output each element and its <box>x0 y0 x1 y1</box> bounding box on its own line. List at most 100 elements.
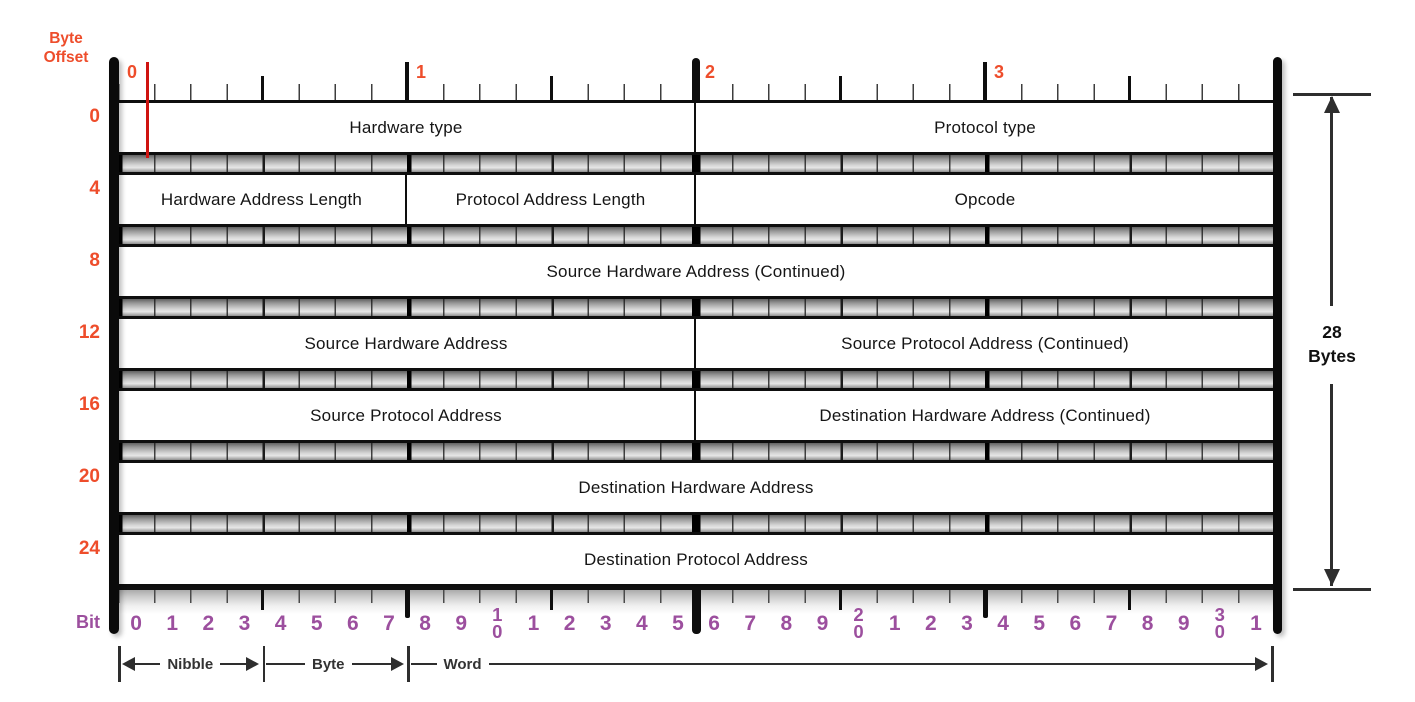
field-cell: Source Hardware Address (Continued) <box>118 247 1274 296</box>
span-segment-byte: Byte <box>266 646 404 682</box>
size-unit: Bytes <box>1308 346 1356 366</box>
arrow-lower-line <box>1330 384 1333 586</box>
byte-ruler-top: 0 1 2 3 <box>118 58 1274 100</box>
bit-ruler-bottom <box>118 587 1274 634</box>
packet-row: Source Hardware Address Source Protocol A… <box>118 316 1274 371</box>
field-cell: Hardware Address Length <box>118 175 407 224</box>
bit-number-digit: 0 <box>492 621 503 642</box>
bit-number-digit: 0 <box>853 621 864 642</box>
arrow-up-head <box>1324 96 1340 113</box>
top-ruler-byte-number: 0 <box>127 62 138 82</box>
span-boundary-bar <box>1271 646 1274 682</box>
arrow-right-icon <box>1254 657 1268 671</box>
packet-row: Hardware type Protocol type <box>118 100 1274 155</box>
byte-tick <box>982 62 988 100</box>
bit-number: 9 <box>816 611 829 635</box>
field-label: Source Protocol Address <box>310 405 502 425</box>
arrow-left-icon <box>121 657 135 671</box>
byte-offset-value: 4 <box>89 178 100 199</box>
bit-number: 7 <box>1105 611 1118 635</box>
bit-number: 1 <box>527 611 540 635</box>
byte-tick <box>404 62 410 100</box>
bit-number-digit: 2 <box>853 603 864 625</box>
field-cell: Destination Protocol Address <box>118 535 1274 584</box>
field-label: Opcode <box>954 189 1016 209</box>
bit-number: 4 <box>274 611 287 635</box>
arrow-right-icon <box>246 657 259 671</box>
separator-strip <box>118 299 1274 316</box>
bit-number: 4 <box>997 611 1009 635</box>
bit-number: 1 <box>888 611 901 635</box>
span-label: Byte <box>312 655 345 673</box>
field-cell: Source Protocol Address (Continued) <box>696 319 1274 368</box>
span-label: Word <box>443 655 482 673</box>
top-ruler-byte-number: 3 <box>994 62 1005 82</box>
field-label: Source Hardware Address (Continued) <box>546 261 846 281</box>
nibble-tick <box>261 76 264 100</box>
byte-offset-value: 12 <box>78 322 100 343</box>
separator-strip <box>118 227 1274 244</box>
field-label: Source Protocol Address (Continued) <box>841 333 1129 353</box>
byte-tick <box>982 590 988 618</box>
span-line <box>351 662 391 666</box>
byte-offset-value: 0 <box>89 106 100 127</box>
nibble-tick <box>839 76 842 100</box>
bit-number: 1 <box>166 611 179 635</box>
field-label: Hardware Address Length <box>160 189 363 209</box>
span-segment-word: Word <box>410 646 1268 682</box>
field-label: Hardware type <box>349 117 463 137</box>
bit-position-marker <box>145 62 149 158</box>
bit-number-digit: 1 <box>492 603 503 625</box>
span-segment-nibble: Nibble <box>121 646 259 682</box>
nibble-tick <box>261 590 264 610</box>
size-annotation-text: 28 Bytes <box>1291 306 1373 384</box>
arrow-top-cap <box>1293 93 1371 96</box>
size-annotation-arrow: 28 Bytes <box>1291 93 1373 593</box>
packet-row: Source Hardware Address (Continued) <box>118 244 1274 299</box>
span-line <box>134 662 161 666</box>
size-value: 28 <box>1322 322 1342 343</box>
bit-number: 8 <box>780 611 793 635</box>
bit-number: 7 <box>383 611 395 635</box>
field-cell: Source Hardware Address <box>118 319 696 368</box>
bit-number: 3 <box>238 611 251 635</box>
bit-number: 2 <box>924 611 937 635</box>
bit-number: 0 <box>130 611 142 635</box>
bit-number: 5 <box>1033 611 1046 635</box>
bit-number: 6 <box>346 611 359 635</box>
span-boundary-bar <box>407 646 410 682</box>
top-ruler-byte-number: 1 <box>416 62 427 82</box>
span-boundary-bar <box>118 646 121 682</box>
separator-strip <box>118 371 1274 388</box>
field-label: Protocol type <box>934 117 1036 137</box>
byte-tick <box>404 590 410 618</box>
arrow-right-icon <box>390 657 404 671</box>
bit-number: 7 <box>744 611 757 635</box>
packet-row: Hardware Address Length Protocol Address … <box>118 172 1274 227</box>
bit-number-digit: 0 <box>1214 621 1225 642</box>
field-cell: Protocol Address Length <box>407 175 696 224</box>
bit-number: 5 <box>310 611 323 635</box>
field-label: Destination Hardware Address <box>578 477 814 497</box>
bit-number: 3 <box>599 611 612 635</box>
byte-offset-axis-label: Byte Offset <box>43 30 89 67</box>
byte-offset-value: 24 <box>78 538 100 559</box>
bit-number: 2 <box>563 611 576 635</box>
field-cell: Destination Hardware Address <box>118 463 1274 512</box>
arrow-down-head <box>1324 569 1340 586</box>
top-ruler-byte-number: 2 <box>705 62 716 82</box>
right-end-cap <box>1272 57 1282 634</box>
separator-strip <box>118 155 1274 172</box>
bit-number: 9 <box>455 611 468 635</box>
bit-number: 3 <box>961 611 973 635</box>
nibble-tick <box>550 590 553 610</box>
field-cell: Hardware type <box>118 103 696 152</box>
field-label: Protocol Address Length <box>455 189 646 209</box>
nibble-tick <box>550 76 553 100</box>
